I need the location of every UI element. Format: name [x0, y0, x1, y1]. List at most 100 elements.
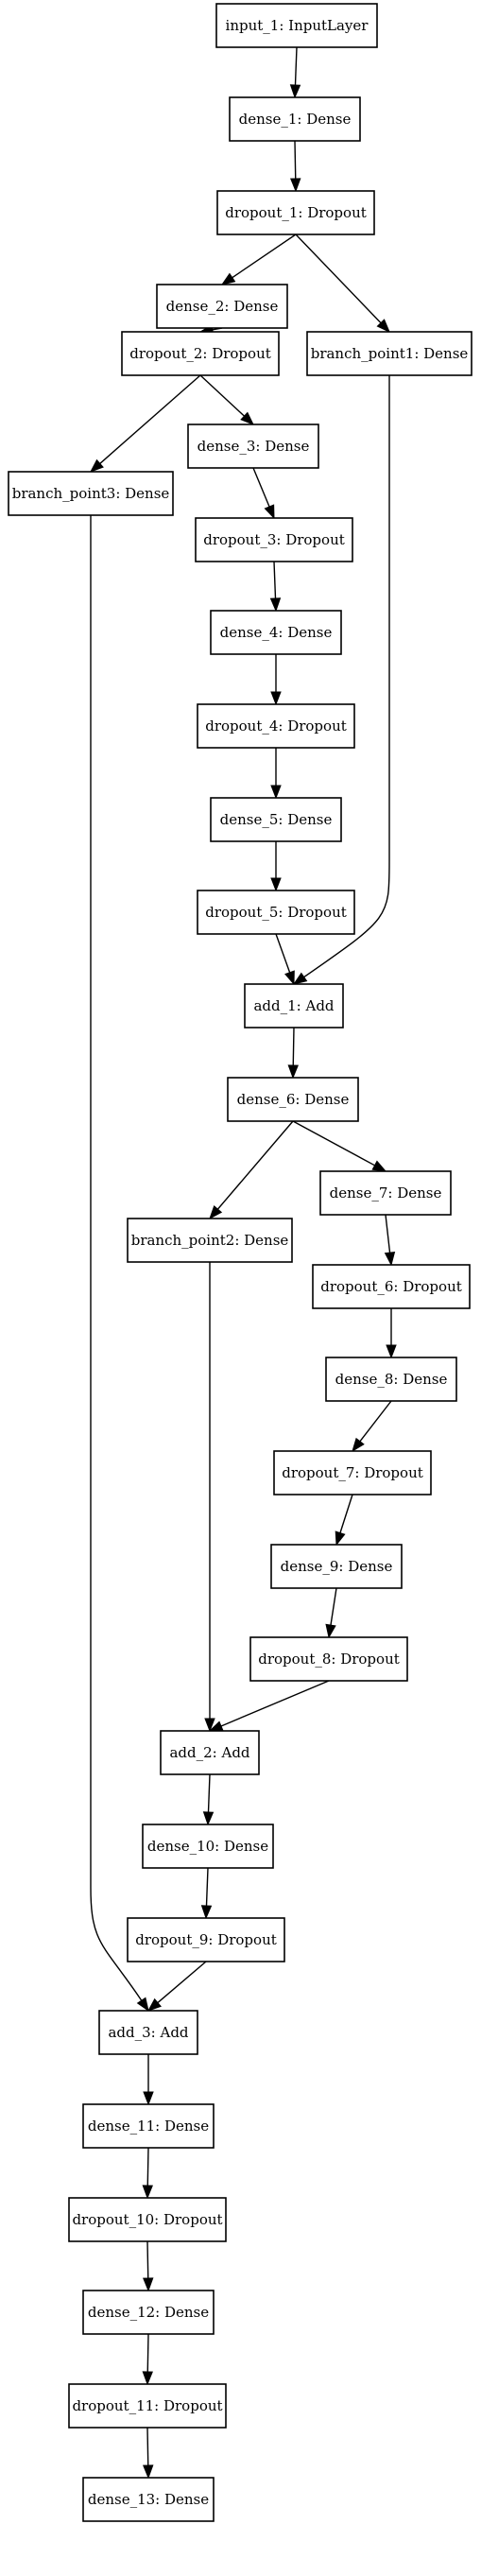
edge-dropout_2-to-branch_point3 — [99, 374, 201, 464]
node-dense_12: dense_12: Dense — [82, 2290, 215, 2335]
node-dense_9: dense_9: Dense — [270, 1544, 403, 1589]
edge-dropout_9-to-add_3-arrowhead — [146, 1997, 162, 2012]
edge-add_2-to-dense_10-arrowhead — [202, 1811, 215, 1826]
node-dense_8: dense_8: Dense — [325, 1357, 457, 1402]
edge-dropout_6-to-dense_8-arrowhead — [386, 1344, 397, 1359]
node-box — [306, 331, 472, 376]
edge-branch_point1-to-add_1-arrowhead — [292, 972, 308, 985]
node-box — [270, 1544, 403, 1589]
edge-dense_1-to-dropout_1-arrowhead — [290, 178, 301, 193]
node-label: branch_point3: Dense — [12, 485, 170, 502]
node-add_2: add_2: Add — [160, 1730, 260, 1775]
node-branch_point1: branch_point1: Dense — [306, 331, 472, 376]
node-box — [142, 1824, 274, 1869]
edge-add_1-to-dense_6 — [292, 1027, 295, 1066]
edge-dropout_1-to-branch_point1 — [295, 233, 382, 324]
node-box — [249, 1636, 408, 1682]
node-add_3: add_3: Add — [98, 2010, 198, 2055]
edge-dense_1-to-dropout_1 — [294, 140, 297, 180]
edge-dense_5-to-dropout_5-arrowhead — [270, 877, 282, 892]
edge-input_1-to-dense_1-arrowhead — [289, 84, 301, 99]
edge-dropout_2-to-dense_3-arrowhead — [240, 411, 255, 425]
node-label: dropout_3: Dropout — [203, 531, 345, 548]
node-add_1: add_1: Add — [244, 983, 344, 1029]
node-label: dense_5: Dense — [220, 811, 333, 828]
node-box — [8, 471, 174, 516]
edge-dropout_4-to-dense_5-arrowhead — [270, 785, 282, 800]
node-dropout_3: dropout_3: Dropout — [195, 517, 353, 562]
node-dropout_1: dropout_1: Dropout — [216, 190, 375, 235]
node-box — [127, 1218, 293, 1263]
node-dropout_5: dropout_5: Dropout — [197, 890, 355, 935]
edge-dropout_10-to-dense_12-arrowhead — [143, 2277, 154, 2292]
node-label: dense_11: Dense — [88, 2118, 209, 2135]
node-dense_10: dense_10: Dense — [142, 1824, 274, 1869]
node-dropout_2: dropout_2: Dropout — [121, 331, 280, 376]
node-box — [82, 2477, 215, 2522]
edge-dropout_7-to-dense_9-arrowhead — [335, 1530, 346, 1547]
edge-dense_10-to-dropout_9 — [205, 1867, 209, 1907]
node-box — [197, 890, 355, 935]
node-box — [319, 1170, 452, 1216]
edge-add_1-to-dense_6-arrowhead — [287, 1064, 299, 1080]
node-box — [82, 2290, 215, 2335]
edge-dense_7-to-dropout_6-arrowhead — [384, 1251, 396, 1267]
edge-dropout_3-to-dense_4-arrowhead — [269, 597, 282, 613]
node-box — [187, 424, 319, 469]
edge-dropout_1-to-dense_2 — [232, 233, 297, 279]
node-label: dropout_9: Dropout — [135, 1931, 277, 1948]
edge-dropout_10-to-dense_12 — [146, 2240, 149, 2279]
node-label: branch_point1: Dense — [311, 345, 469, 362]
node-label: branch_point2: Dense — [131, 1232, 289, 1249]
node-box — [210, 797, 342, 842]
node-branch_point3: branch_point3: Dense — [8, 471, 174, 516]
node-label: dropout_7: Dropout — [282, 1464, 423, 1481]
node-box — [121, 331, 280, 376]
node-label: add_2: Add — [169, 1744, 249, 1761]
node-label: dense_6: Dense — [237, 1091, 350, 1108]
node-label: add_3: Add — [108, 2024, 188, 2041]
node-dropout_7: dropout_7: Dropout — [273, 1450, 432, 1495]
edge-dense_6-to-dense_7-arrowhead — [371, 1160, 387, 1172]
node-box — [160, 1730, 260, 1775]
edge-add_3-to-dense_11-arrowhead — [143, 2091, 154, 2106]
edge-dense_6-to-dense_7 — [292, 1120, 375, 1167]
edge-dense_3-to-dropout_3 — [252, 467, 270, 508]
node-label: dense_4: Dense — [220, 624, 333, 641]
node-dropout_10: dropout_10: Dropout — [68, 2197, 227, 2242]
node-label: dense_12: Dense — [88, 2304, 209, 2321]
node-label: dropout_4: Dropout — [205, 717, 347, 735]
node-box — [210, 610, 342, 655]
node-label: add_1: Add — [253, 997, 334, 1014]
node-box — [127, 1917, 285, 1962]
edge-dropout_11-to-dense_13-arrowhead — [143, 2464, 154, 2480]
node-box — [82, 2103, 215, 2149]
node-box — [229, 96, 361, 142]
node-dropout_8: dropout_8: Dropout — [249, 1636, 408, 1682]
node-dense_3: dense_3: Dense — [187, 424, 319, 469]
node-label: dense_13: Dense — [88, 2491, 209, 2508]
node-label: dropout_6: Dropout — [320, 1278, 462, 1295]
node-box — [215, 3, 378, 48]
edge-dense_7-to-dropout_6 — [385, 1214, 391, 1253]
edge-input_1-to-dense_1 — [294, 46, 298, 86]
edge-dropout_5-to-add_1-arrowhead — [284, 970, 295, 986]
node-label: dropout_1: Dropout — [225, 204, 367, 221]
node-dense_5: dense_5: Dense — [210, 797, 342, 842]
node-dense_11: dense_11: Dense — [82, 2103, 215, 2149]
node-label: dense_9: Dense — [281, 1558, 393, 1575]
node-label: dense_7: Dense — [330, 1184, 442, 1202]
node-label: input_1: InputLayer — [226, 17, 369, 34]
edge-dense_11-to-dropout_10-arrowhead — [142, 2185, 153, 2200]
node-label: dropout_10: Dropout — [72, 2211, 222, 2228]
edge-dense_12-to-dropout_11-arrowhead — [142, 2371, 153, 2386]
node-box — [197, 703, 355, 749]
node-dense_1: dense_1: Dense — [229, 96, 361, 142]
edge-dropout_7-to-dense_9 — [339, 1494, 353, 1533]
edge-dense_9-to-dropout_8 — [330, 1587, 337, 1626]
node-box — [195, 517, 353, 562]
edge-dropout_2-to-dense_3 — [199, 374, 245, 417]
node-box — [216, 190, 375, 235]
node-box — [68, 2383, 227, 2429]
node-label: dropout_2: Dropout — [129, 345, 271, 362]
